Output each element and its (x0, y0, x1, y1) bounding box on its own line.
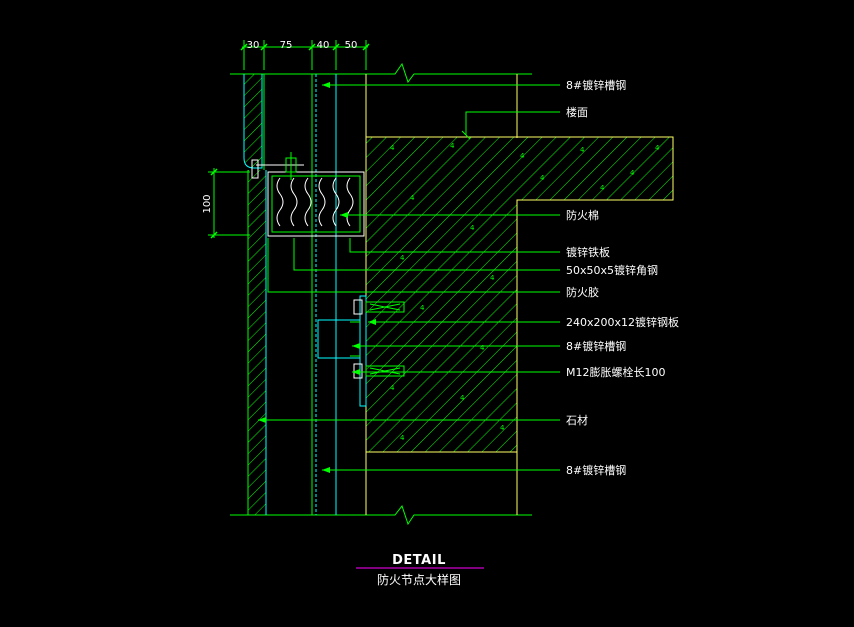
svg-text:4: 4 (480, 344, 485, 352)
label-stone: 石材 (566, 413, 588, 427)
label-fire-wool: 防火棉 (566, 208, 599, 222)
svg-text:4: 4 (410, 194, 415, 202)
svg-text:4: 4 (580, 146, 585, 154)
label-galvanized-sheet: 镀锌铁板 (566, 245, 610, 259)
dim-30: 30 (247, 40, 260, 51)
svg-text:4: 4 (390, 384, 395, 392)
floor-level-marker (461, 111, 560, 140)
leader-arrowheads (258, 82, 376, 473)
svg-text:4: 4 (420, 304, 425, 312)
dim-75: 75 (280, 40, 293, 51)
svg-text:4: 4 (520, 152, 525, 160)
expansion-bolt-lower (353, 363, 405, 379)
svg-text:4: 4 (450, 142, 455, 150)
concrete-slab: 4 4 4 4 4 4 4 4 4 4 4 4 4 4 4 4 4 4 (365, 136, 674, 453)
svg-text:4: 4 (500, 424, 505, 432)
svg-text:4: 4 (400, 254, 405, 262)
dim-50: 50 (345, 40, 358, 51)
label-steel-plate: 240x200x12镀锌钢板 (566, 315, 679, 329)
svg-text:4: 4 (390, 144, 395, 152)
svg-text:4: 4 (470, 224, 475, 232)
svg-text:4: 4 (630, 169, 635, 177)
label-angle-steel: 50x50x5镀锌角钢 (566, 263, 658, 277)
break-lines (230, 62, 532, 526)
expansion-bolt-upper (353, 299, 405, 315)
svg-text:4: 4 (460, 394, 465, 402)
label-channel-steel-top: 8#镀锌槽钢 (566, 78, 626, 92)
drawing-title: DETAIL (392, 553, 446, 568)
svg-text:4: 4 (540, 174, 545, 182)
svg-text:4: 4 (490, 274, 495, 282)
svg-text:4: 4 (400, 434, 405, 442)
label-channel-steel-bottom: 8#镀锌槽钢 (566, 463, 626, 477)
fire-insulation (251, 152, 365, 237)
annotation-labels: 8#镀锌槽钢 楼面 防火棉 镀锌铁板 50x50x5镀锌角钢 防火胶 240x2… (566, 78, 679, 477)
label-expansion-bolt: M12膨胀螺栓长100 (566, 365, 665, 379)
svg-text:4: 4 (600, 184, 605, 192)
label-channel-steel-mid: 8#镀锌槽钢 (566, 339, 626, 353)
svg-text:4: 4 (655, 144, 660, 152)
leader-lines (258, 84, 560, 471)
anchor-bracket (317, 295, 367, 407)
title-block: DETAIL 防火节点大样图 (356, 553, 484, 587)
dim-100: 100 (202, 194, 213, 213)
label-fire-sealant: 防火胶 (566, 285, 599, 299)
stone-panel (243, 74, 267, 515)
dim-40: 40 (317, 40, 330, 51)
top-dimension-chain: 30 75 40 50 (240, 40, 370, 70)
label-floor: 楼面 (566, 105, 588, 119)
drawing-subtitle: 防火节点大样图 (377, 572, 461, 587)
side-dimension: 100 (202, 168, 250, 239)
